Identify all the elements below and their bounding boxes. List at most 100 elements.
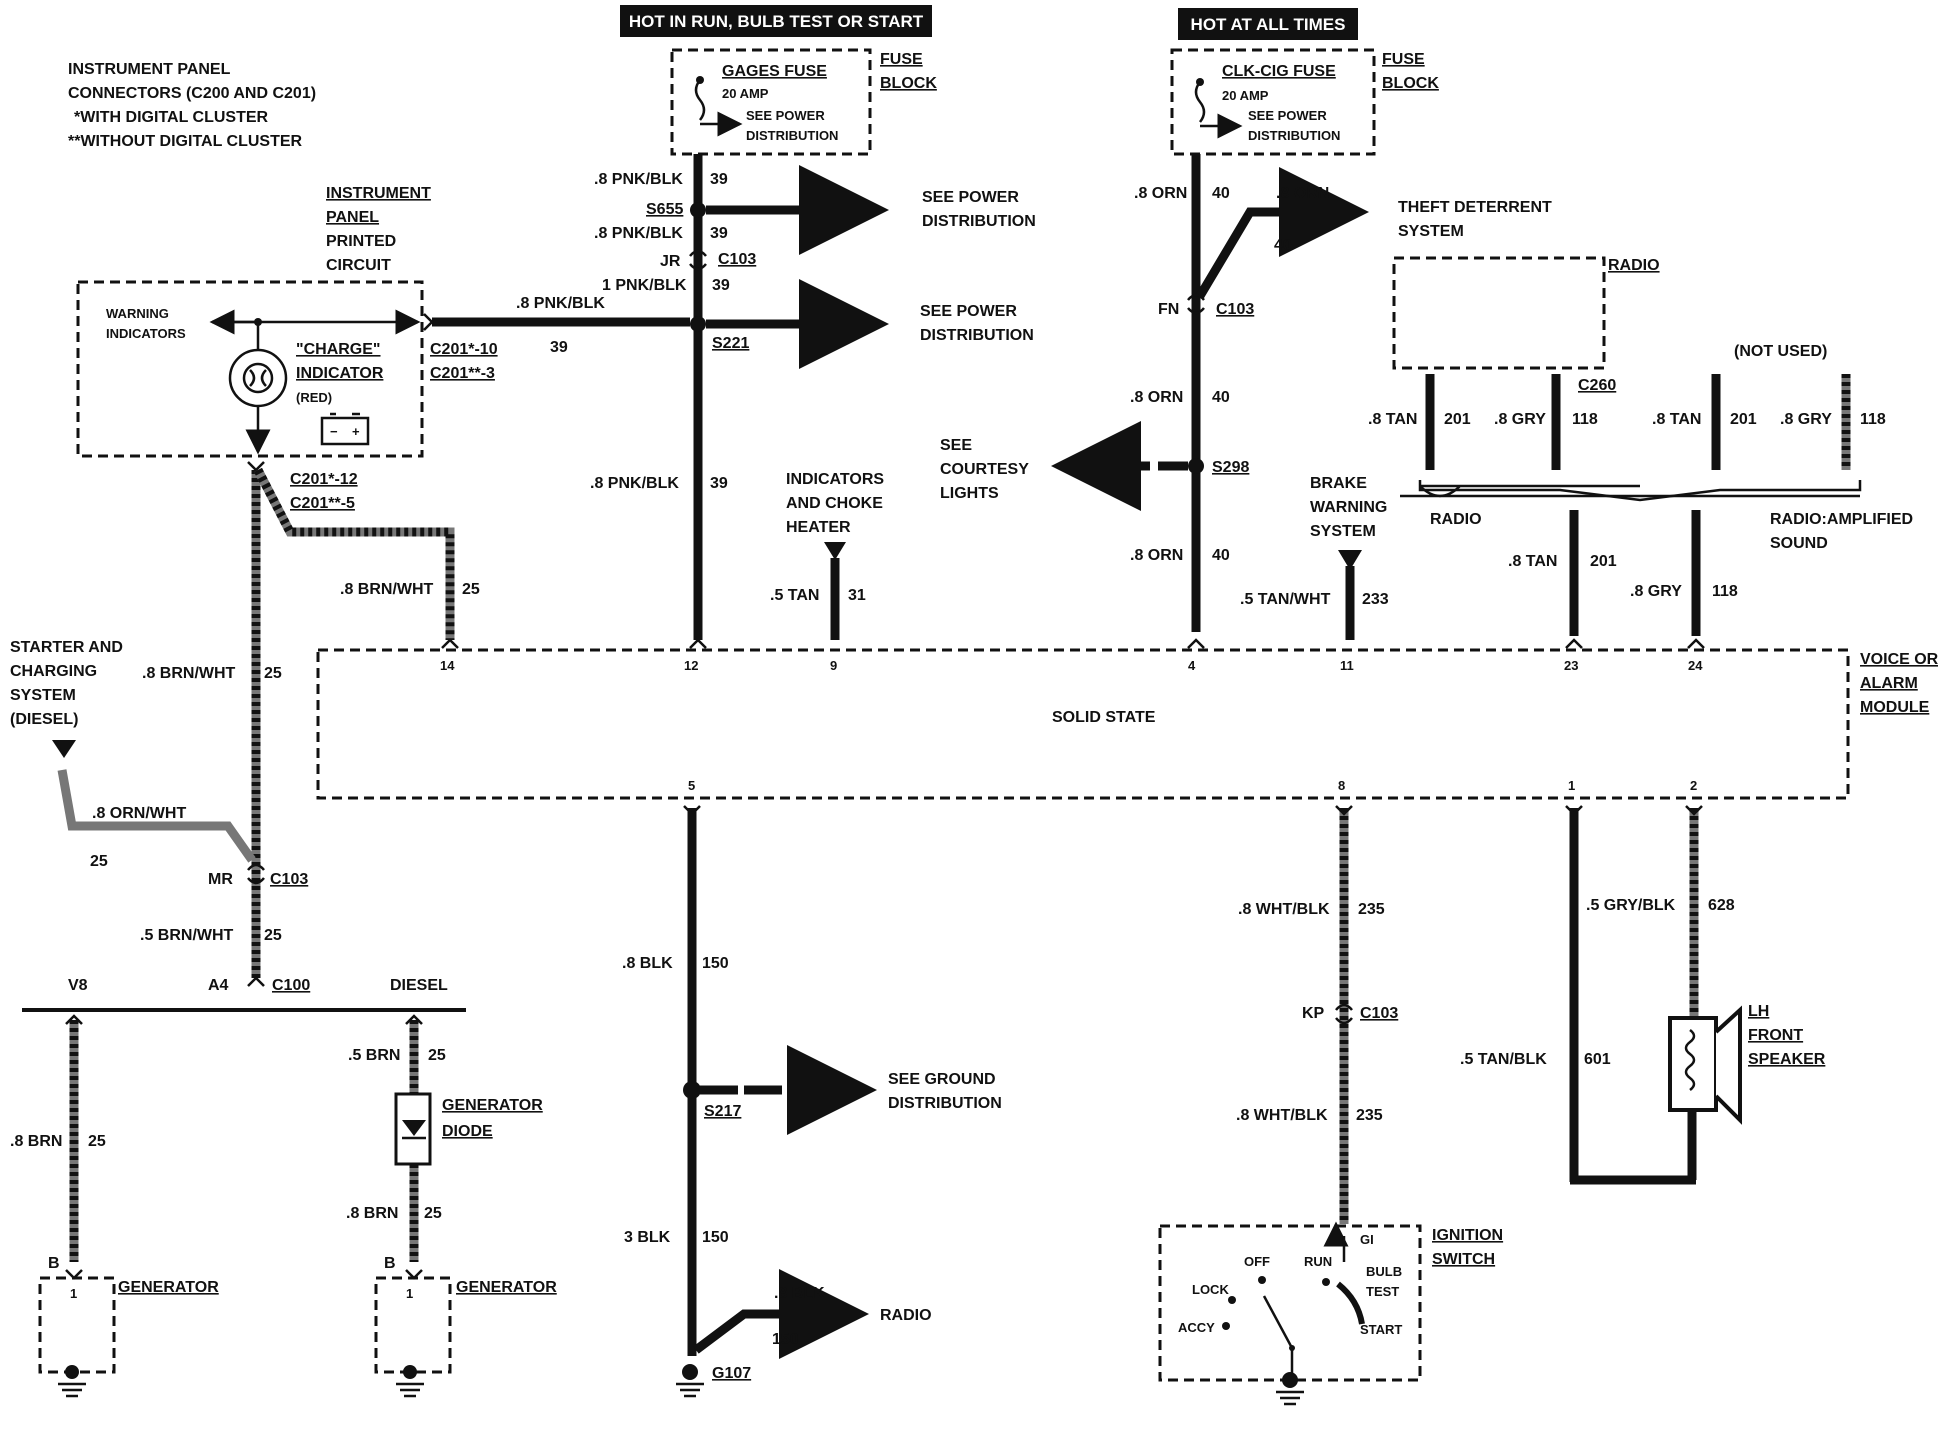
wire-label: .8 TAN — [1368, 411, 1417, 428]
circuit-25: .8 BRN/WHT 25 .8 BRN/WHT 25 MR C103 .5 B… — [10, 467, 480, 1012]
brake-3: SYSTEM — [1310, 523, 1376, 540]
wire-label: .5 BRN — [348, 1047, 400, 1064]
wire-label: .8 WHT/BLK — [1236, 1107, 1328, 1124]
module-name-3: MODULE — [1860, 699, 1930, 716]
fuse-block-label-2: BLOCK — [1382, 75, 1439, 92]
speaker-3: SPEAKER — [1748, 1051, 1826, 1068]
amp-1: RADIO:AMPLIFIED — [1770, 511, 1913, 528]
gages-fuse-dist-2: DISTRIBUTION — [746, 128, 838, 143]
wire-label: .8 BLK — [774, 1285, 825, 1302]
courtesy-3: LIGHTS — [940, 485, 999, 502]
wire-number: 40 — [1212, 547, 1230, 564]
circuit-150: .8 BLK 150 S217 SEE GROUND DISTRIBUTION … — [622, 808, 1002, 1398]
wire-number: 118 — [1712, 583, 1738, 600]
amp-2: SOUND — [1770, 535, 1828, 552]
connector-kp: KP — [1302, 1005, 1325, 1022]
wire-label: .5 TAN/WHT — [1240, 591, 1331, 608]
connector-c103-icon — [1187, 293, 1205, 315]
circuit-31: INDICATORS AND CHOKE HEATER .5 TAN 31 — [770, 471, 884, 640]
circuit-233: BRAKE WARNING SYSTEM .5 TAN/WHT 233 — [1240, 475, 1389, 640]
connector-c103: C103 — [1216, 301, 1254, 318]
v8-generator: .8 BRN 25 B 1 GENERATOR — [10, 1014, 219, 1398]
fuse-element-icon — [1194, 81, 1206, 123]
ign-bulb-2: TEST — [1366, 1284, 1399, 1299]
clk-fuse-dist-2: DISTRIBUTION — [1248, 128, 1340, 143]
diesel-generator: .5 BRN 25 GENERATOR DIODE .8 BRN 25 B 1 … — [346, 1014, 557, 1398]
radio-ground-label: RADIO — [880, 1307, 932, 1324]
starter-1: STARTER AND — [10, 639, 123, 656]
wire-number: 150 — [702, 955, 729, 972]
theft-2: SYSTEM — [1398, 223, 1464, 240]
pin-23: 23 — [1564, 658, 1578, 673]
radio-title: RADIO — [1608, 257, 1660, 274]
radio-section: RADIO C260 (NOT USED) .8 TAN 201 .8 GRY … — [1368, 256, 1913, 636]
connector-c103-icon — [1335, 1003, 1353, 1025]
c201-b: C201**-3 — [430, 365, 495, 382]
wire-label: .8 PNK/BLK — [594, 171, 683, 188]
option-v8: V8 — [68, 977, 88, 994]
connector-c103: C103 — [270, 871, 308, 888]
connector-c100-icon — [247, 976, 265, 987]
note-line-1: INSTRUMENT PANEL — [68, 61, 231, 78]
wire-number: 201 — [1444, 411, 1471, 428]
wire-number: 25 — [424, 1205, 442, 1222]
fuse-block-label-2: BLOCK — [880, 75, 937, 92]
wire-label: .8 ORN/WHT — [92, 805, 186, 822]
wire-label: .5 TAN — [770, 587, 819, 604]
header-hot-run-text: HOT IN RUN, BULB TEST OR START — [629, 12, 924, 31]
wire-label: .8 WHT/BLK — [1238, 901, 1330, 918]
wire-label: .8 GRY — [1494, 411, 1546, 428]
wire-label: .8 ORN — [1130, 547, 1183, 564]
see-power-4: DISTRIBUTION — [920, 327, 1034, 344]
wire-number: 39 — [710, 225, 728, 242]
wire-label: .8 ORN — [1130, 389, 1183, 406]
wire-number: 39 — [712, 277, 730, 294]
splice-s221: S221 — [712, 335, 749, 352]
instrument-panel-circuit: INSTRUMENT PANEL PRINTED CIRCUIT WARNING… — [76, 185, 498, 512]
ground-icon — [396, 1365, 424, 1398]
wire-number: 150 — [702, 1229, 729, 1246]
ign-title-1: IGNITION — [1432, 1227, 1503, 1244]
c201-c: C201*-12 — [290, 471, 358, 488]
voice-alarm-module: SOLID STATE VOICE OR ALARM MODULE 14 12 … — [316, 648, 1938, 800]
wire-number: 39 — [550, 339, 568, 356]
pin-5: 5 — [688, 778, 695, 793]
starter-4: (DIESEL) — [10, 711, 78, 728]
courtesy-1: SEE — [940, 437, 972, 454]
connector-c103: C103 — [1360, 1005, 1398, 1022]
wire-number: 601 — [1584, 1051, 1611, 1068]
wire-label: .8 BRN — [346, 1205, 398, 1222]
gen-diode-2: DIODE — [442, 1123, 493, 1140]
pin-9: 9 — [830, 658, 837, 673]
charge-ind-1: "CHARGE" — [296, 341, 381, 358]
wire-number: 40 — [1212, 185, 1230, 202]
ignition-switch: IGNITION SWITCH GI OFF RUN BULB TEST LOC… — [1158, 1224, 1503, 1406]
header-hot-all: HOT AT ALL TIMES — [1178, 8, 1358, 40]
wire-label: 1 PNK/BLK — [602, 277, 687, 294]
clk-fuse-amp: 20 AMP — [1222, 88, 1269, 103]
wire-number: 118 — [1572, 411, 1598, 428]
see-ground-2: DISTRIBUTION — [888, 1095, 1002, 1112]
connector-c103-icon — [689, 249, 707, 271]
pin-24: 24 — [1688, 658, 1703, 673]
wire-number: 150 — [772, 1331, 799, 1348]
ign-title-2: SWITCH — [1432, 1251, 1495, 1268]
connector-c260: C260 — [1578, 377, 1616, 394]
wire-number: 233 — [1362, 591, 1389, 608]
circuit-235: .8 WHT/BLK 235 KP C103 .8 WHT/BLK 235 — [1236, 808, 1398, 1247]
circuit-40: .8 ORN 40 .8 ORN 40 THEFT DETERRENT SYST… — [940, 154, 1552, 632]
starter-3: SYSTEM — [10, 687, 76, 704]
connector-notes: INSTRUMENT PANEL CONNECTORS (C200 AND C2… — [68, 61, 316, 150]
battery-icon: − + — [320, 412, 370, 446]
splice-s655: S655 — [646, 201, 683, 218]
generator-label: GENERATOR — [456, 1279, 557, 1296]
wire-label: .8 ORN — [1134, 185, 1187, 202]
wire-number: 25 — [264, 665, 282, 682]
wire-number: 235 — [1358, 901, 1385, 918]
wire-label: .8 BRN/WHT — [142, 665, 236, 682]
wire-label: .8 PNK/BLK — [594, 225, 683, 242]
not-used: (NOT USED) — [1734, 343, 1827, 360]
splice-s298: S298 — [1212, 459, 1249, 476]
wire-number: 25 — [462, 581, 480, 598]
